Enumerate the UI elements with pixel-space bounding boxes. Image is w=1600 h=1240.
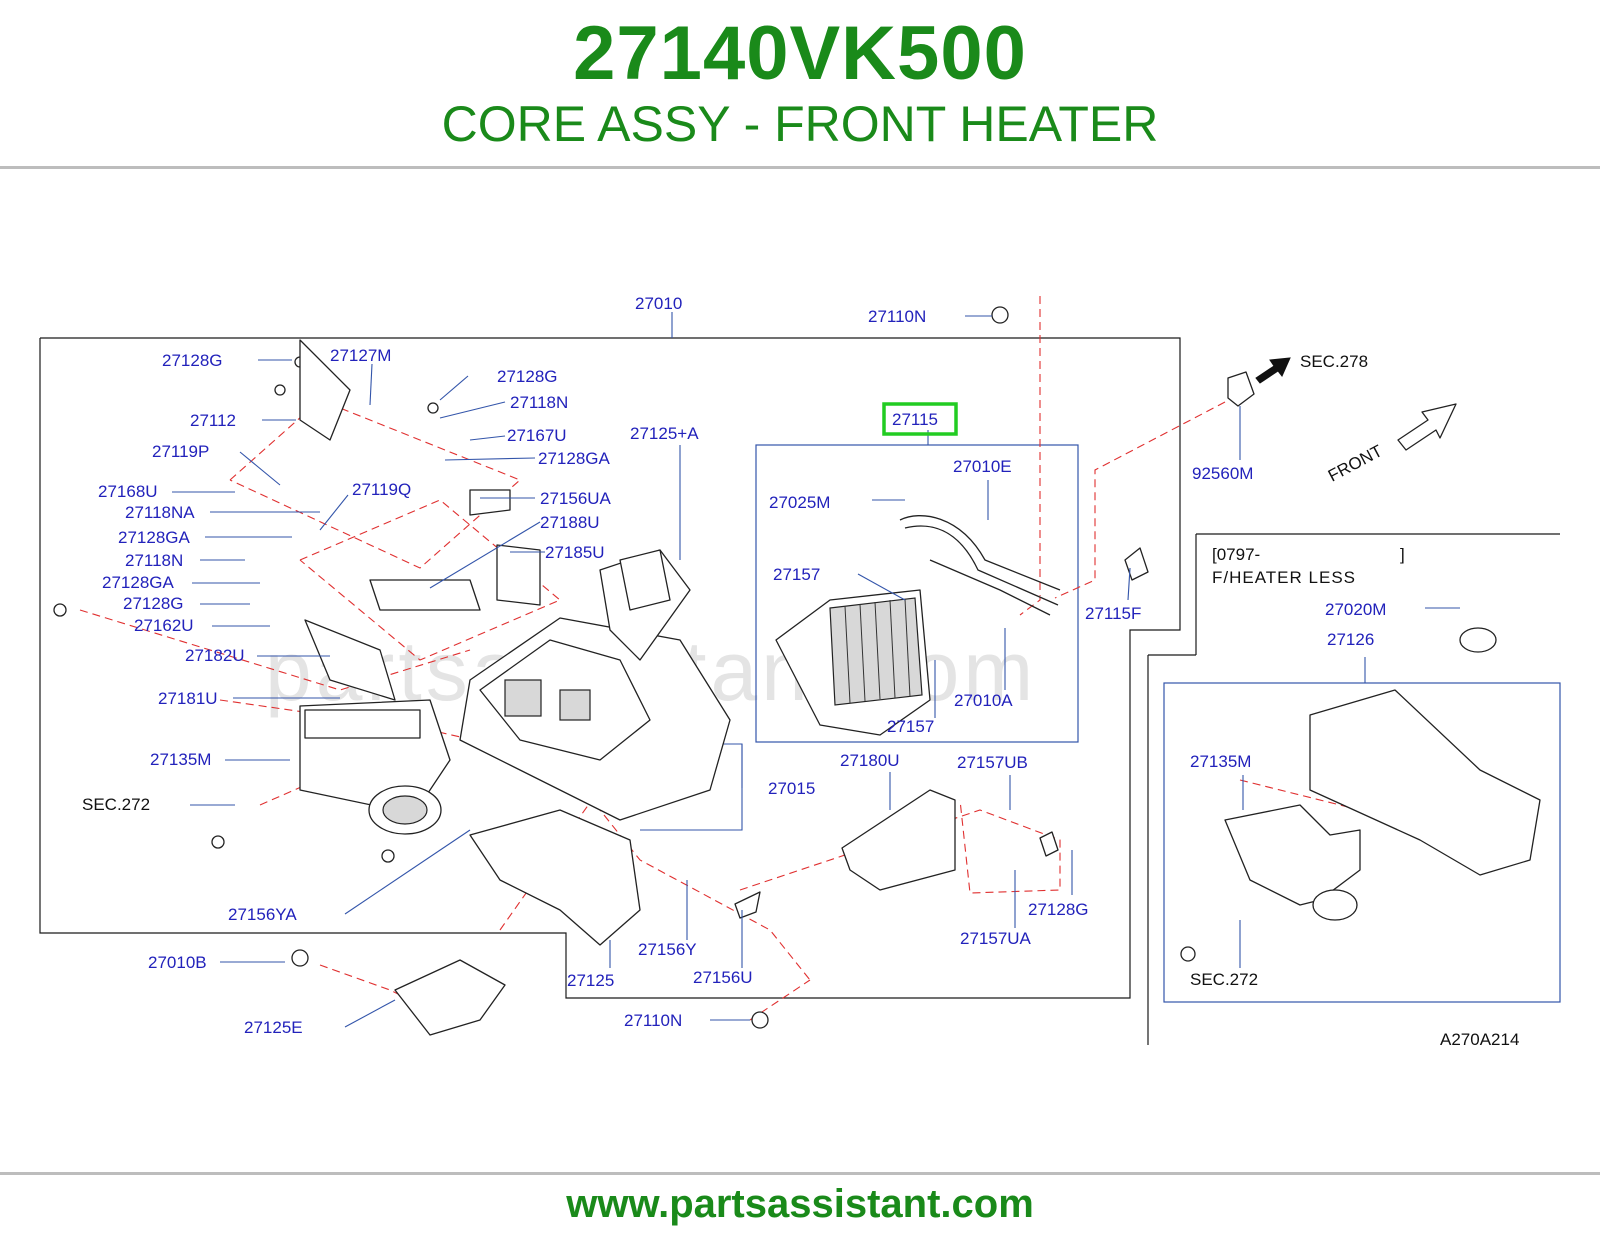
top-divider [0,166,1600,169]
callout-label[interactable]: 27115 [892,410,938,429]
lower-duct [469,809,641,946]
heater-core-subbox [755,444,1079,743]
callout-label[interactable]: 27128G [162,351,223,370]
section-reference[interactable]: SEC.272 [82,795,150,814]
callout-label[interactable]: 27181U [158,689,218,708]
diagram-code: A270A214 [1440,1030,1519,1049]
inset-box [1163,682,1561,1003]
callout-label[interactable]: 27128G [497,367,558,386]
inset-heater-less-unit [1224,627,1541,921]
callout-label[interactable]: 27010 [635,294,682,313]
callout-label[interactable]: 27115F [1085,604,1141,623]
callout-label[interactable]: 27128G [1028,900,1089,919]
header: 27140VK500 CORE ASSY - FRONT HEATER [0,0,1600,168]
small-fasteners [53,306,1255,1036]
callout-label[interactable]: 27185U [545,543,605,562]
main-assembly-frame [39,337,1181,999]
part-number-title: 27140VK500 [573,11,1027,96]
callout-label[interactable]: 27112 [190,411,236,430]
callout-label[interactable]: 27128GA [538,449,610,468]
footer-url-link[interactable]: www.partsassistant.com [566,1182,1034,1226]
callout-label[interactable]: 27125 [567,971,614,990]
callout-label[interactable]: 27119P [152,442,209,461]
callout-label[interactable]: 27157UB [957,753,1028,772]
callout-label[interactable]: 27118N [510,393,568,412]
inset-title-line2: F/HEATER LESS [1212,568,1356,587]
callout-label[interactable]: 27128G [123,594,184,613]
section-reference[interactable]: SEC.272 [1190,970,1258,989]
callout-label[interactable]: 27157UA [960,929,1032,948]
callout-label[interactable]: 27125+A [630,424,699,443]
callout-labels: 27010 27110N 27128G 27127M 27128G 27118N… [82,294,1386,1037]
callout-label[interactable]: 27025M [769,493,830,512]
callout-label[interactable]: 27180U [840,751,900,770]
callout-label[interactable]: 27118NA [125,503,195,522]
callout-label[interactable]: 27182U [185,646,245,665]
direction-arrow-front [1255,357,1457,451]
callout-label[interactable]: 27010B [148,953,207,972]
callout-label[interactable]: 92560M [1192,464,1253,483]
heater-core [775,515,1061,736]
callout-label[interactable]: 27128GA [118,528,190,547]
callout-label[interactable]: 27168U [98,482,158,501]
heater-unit-case [459,549,731,821]
callout-label[interactable]: 27110N [624,1011,682,1030]
callout-label[interactable]: 27188U [540,513,600,532]
callout-label[interactable]: 27128GA [102,573,174,592]
callout-label[interactable]: 27135M [150,750,211,769]
callout-label[interactable]: 27020M [1325,600,1386,619]
callout-label[interactable]: 27135M [1190,752,1251,771]
inset-title-line1-end: ] [1400,545,1405,564]
part-description: CORE ASSY - FRONT HEATER [441,96,1159,152]
callout-label[interactable]: 27010A [954,691,1013,710]
callout-label[interactable]: 27125E [244,1018,303,1037]
highlight-box-27115 [882,402,958,436]
callout-label[interactable]: 27157 [887,717,934,736]
callout-label[interactable]: 27010E [953,457,1012,476]
callout-label[interactable]: 27015 [768,779,815,798]
inset-title-line1: [0797- [1212,545,1260,564]
callout-label[interactable]: 27156UA [540,489,612,508]
callout-label[interactable]: 27110N [868,307,926,326]
callout-label[interactable]: 27156YA [228,905,297,924]
callout-label[interactable]: 27127M [330,346,391,365]
callout-label[interactable]: 27119Q [352,480,411,499]
front-direction-label: FRONT [1325,441,1386,485]
section-reference-278[interactable]: SEC.278 [1300,352,1368,371]
callout-label[interactable]: 27167U [507,426,567,445]
callout-label[interactable]: 27118N [125,551,183,570]
callout-leaders [172,312,1460,1028]
callout-label[interactable]: 27162U [134,616,194,635]
callout-label[interactable]: 27156U [693,968,753,987]
callout-label[interactable]: 27156Y [638,940,697,959]
air-filter-cover [841,789,956,891]
callout-label[interactable]: 27157 [773,565,820,584]
callout-label[interactable]: 27126 [1327,630,1374,649]
bottom-divider [0,1172,1600,1175]
blower-housing [299,699,451,835]
